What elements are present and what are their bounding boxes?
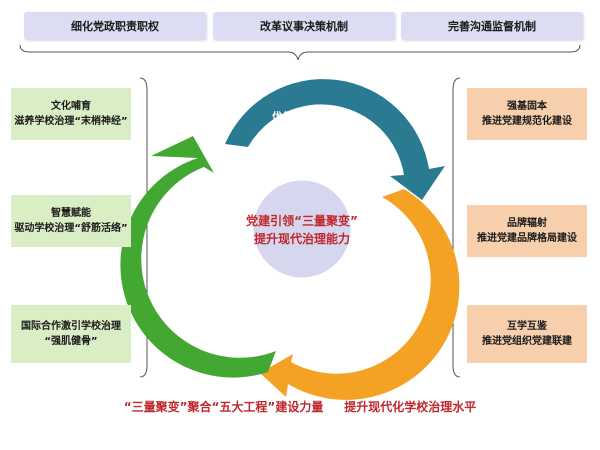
arrow-top-line: 优化顶层设计 [272, 110, 332, 123]
right-box-desc: 推进党建规范化建设 [482, 116, 572, 127]
right-box-title: 强基固本 [507, 101, 547, 112]
right-box-foundation: 强基固本 推进党建规范化建设 [467, 88, 587, 140]
top-brace [19, 44, 581, 61]
left-box-desc: “强肌健骨” [44, 336, 98, 347]
left-box-international: 国际合作激引学校治理 “强肌健骨” [11, 305, 131, 363]
arrow-left-line: “国际合作”计划 [177, 274, 247, 286]
left-box-desc: 滋养学校治理“末梢神经” [14, 116, 128, 127]
right-box-exchange: 互学互鉴 推进党组织党建联建 [467, 305, 587, 363]
left-box-title: 国际合作激引学校治理 [21, 321, 121, 332]
arrow-bottom-line: 夯实基层基础 [339, 266, 400, 279]
center-circle [250, 177, 354, 281]
left-box-title: 文化哺育 [51, 101, 91, 112]
arrow-left-line: “计划、 [193, 260, 228, 272]
arrow-left-line: 用好“增量” [177, 204, 229, 216]
right-box-title: 互学互鉴 [507, 321, 547, 332]
top-box-label: 细化党政职责职权 [71, 20, 159, 33]
bottom-statement-part2: 提升现代化学校治理水平 [344, 400, 477, 414]
center-title: 党建引领“三量聚变” [246, 213, 358, 228]
top-box-label: 改革议事决策机制 [260, 20, 348, 33]
arrow-left-line: 聚合要素资源 [177, 190, 236, 202]
top-box-duties: 细化党政职责职权 [24, 12, 206, 40]
arrow-left-line: 建设“红船·匠首” [170, 218, 244, 230]
bottom-statement-part1: “三量聚变”聚合“五大工程”建设力量 [123, 400, 324, 414]
left-box-smart: 智慧赋能 驱动学校治理“舒筋活络” [11, 195, 131, 247]
right-box-brand: 品牌辐射 推进党建品牌格局建设 [467, 205, 587, 257]
right-bracket [452, 77, 461, 378]
top-box-label: 完善沟通监督机制 [448, 20, 536, 33]
left-bracket [139, 77, 148, 378]
left-box-desc: 驱动学校治理“舒筋活络” [14, 223, 128, 234]
right-box-desc: 推进党组织党建联建 [482, 336, 572, 347]
arrow-top-line: 用足“重量” [274, 124, 328, 137]
top-box-supervision: 完善沟通监督机制 [401, 12, 583, 40]
bottom-statement: “三量聚变”聚合“五大工程”建设力量 提升现代化学校治理水平 [0, 398, 600, 415]
arrow-top-line: 建设“现代治理”聚核工程 [252, 138, 366, 151]
arrow-bottom-line: 实施“匠·心”聚核工程 [326, 294, 423, 307]
left-box-title: 智慧赋能 [51, 208, 91, 219]
left-box-culture: 文化哺育 滋养学校治理“末梢神经” [11, 88, 131, 140]
right-box-title: 品牌辐射 [507, 218, 547, 229]
arrow-left-line: 实施“智慧校园 [179, 246, 242, 258]
top-box-decision: 改革议事决策机制 [213, 12, 395, 40]
arrow-bottom-line: 用活“能量” [342, 280, 396, 293]
arrow-left-line: 文化工程、 [185, 232, 234, 244]
arrow-top [225, 79, 445, 200]
arrow-left [120, 136, 276, 378]
center-subtitle: 提升现代治理能力 [254, 231, 350, 246]
arrow-bottom [260, 189, 460, 400]
right-box-desc: 推进党建品牌格局建设 [477, 233, 577, 244]
